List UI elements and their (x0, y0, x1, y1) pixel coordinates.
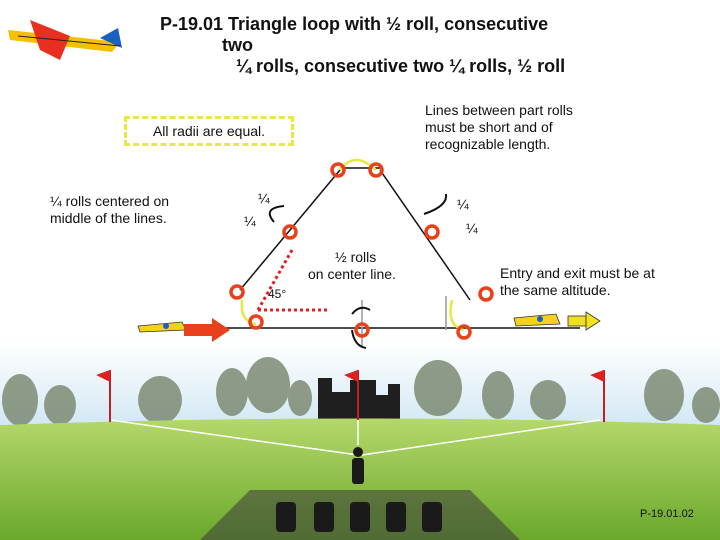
note-line: on center line. (308, 266, 396, 282)
pilot-figure (352, 447, 364, 484)
entry-exit-note: Entry and exit must be at the same altit… (500, 265, 655, 299)
exit-aircraft (513, 313, 561, 327)
figure-code: P-19.01.02 (640, 508, 694, 520)
loop-guides (240, 158, 465, 332)
castle-ruins (318, 378, 400, 426)
note-line: the same altitude. (500, 282, 611, 298)
radii-note: All radii are equal. (124, 116, 294, 146)
angle-label: 45° (268, 287, 287, 301)
note-line: ½ rolls (335, 249, 377, 265)
exit-arrow (567, 311, 601, 331)
title-line-1: P-19.01 Triangle loop with ½ roll, conse… (160, 14, 549, 34)
note-line: must be short and of (425, 119, 553, 135)
angle-reference (256, 249, 330, 312)
entry-arrow (184, 318, 230, 342)
title-line-3: ¼ rolls, consecutive two ¼ rolls, ½ roll (236, 56, 566, 76)
note-line: Entry and exit must be at (500, 265, 655, 281)
note-line: ¼ rolls centered on (50, 193, 170, 209)
note-line: middle of the lines. (50, 210, 167, 226)
quarter-label: ¼ (244, 213, 256, 229)
quarter-label: ¼ (466, 220, 478, 236)
aircraft-logo (8, 20, 122, 60)
flight-path (140, 167, 580, 329)
lines-between-note: Lines between part rolls must be short a… (425, 102, 573, 153)
quarter-rolls-note: ¼ rolls centered on middle of the lines. (50, 193, 169, 227)
judges (276, 502, 442, 532)
half-rolls-note: ½ rolls on center line. (308, 249, 396, 283)
roll-markers (229, 162, 494, 340)
quarter-label: ¼ (457, 196, 469, 212)
note-line: recognizable length. (425, 136, 551, 152)
entry-aircraft (137, 321, 187, 333)
quarter-label: ¼ (258, 190, 270, 206)
flag-right (590, 370, 605, 422)
note-line: Lines between part rolls (425, 102, 573, 118)
tree-line (2, 357, 720, 426)
roll-arrows (268, 193, 448, 349)
title-line-2: two (222, 35, 253, 55)
flag-center (344, 370, 359, 420)
flag-left (96, 370, 111, 422)
roll-guides (361, 296, 447, 346)
